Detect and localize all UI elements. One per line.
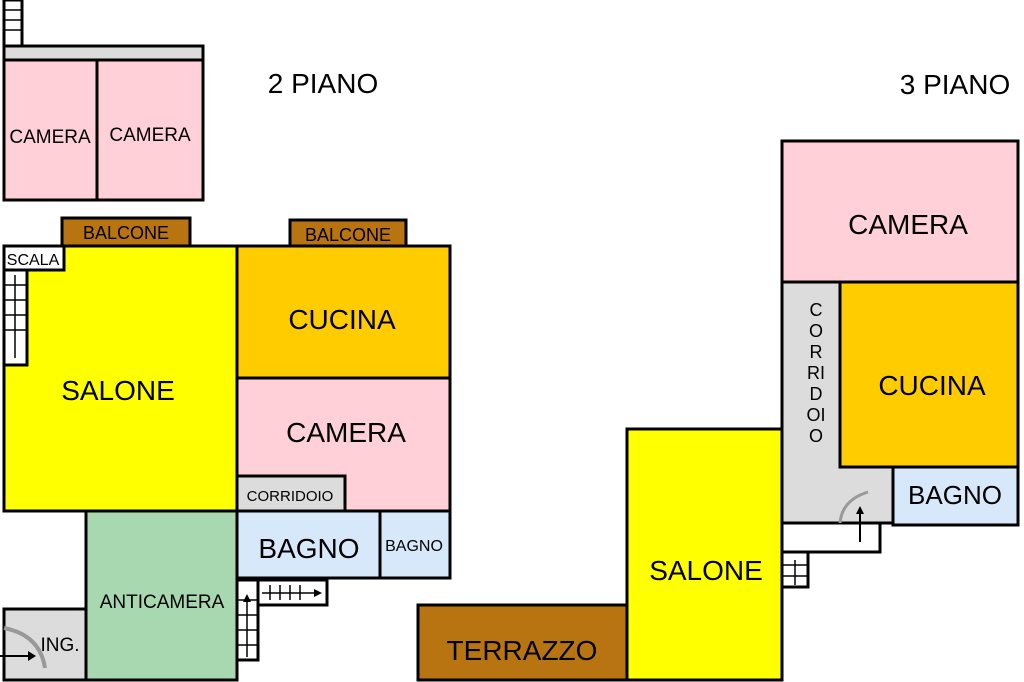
room-terrazzo bbox=[416, 603, 629, 682]
landing-top bbox=[2, 44, 205, 62]
room-camera-b bbox=[95, 58, 205, 202]
label-cucina: CUCINA bbox=[288, 304, 396, 335]
floor-3: 3 PIANO CAMERA CUCINA BAGNO SALONE TERRA… bbox=[416, 69, 1020, 682]
room-corridoio bbox=[235, 474, 347, 513]
room-camera-3 bbox=[780, 139, 1020, 284]
label-ingresso: ING. bbox=[40, 635, 79, 656]
label-salone-3: SALONE bbox=[649, 555, 763, 586]
label-bagno-3: BAGNO bbox=[908, 480, 1002, 510]
label-terrazzo: TERRAZZO bbox=[447, 635, 598, 666]
label-bagno-small: BAGNO bbox=[385, 538, 443, 555]
label-balcone-b: BALCONE bbox=[305, 225, 391, 245]
room-cucina-3 bbox=[838, 280, 1020, 469]
label-corridoio: CORRIDOIO bbox=[247, 488, 334, 505]
room-scala bbox=[2, 244, 66, 272]
label-bagno: BAGNO bbox=[258, 533, 359, 564]
label-camera-3: CAMERA bbox=[848, 209, 968, 240]
floor-2: CAMERA CAMERA BALCONE BALCONE SCALA SALO… bbox=[0, 0, 452, 682]
label-salone: SALONE bbox=[61, 375, 175, 406]
label-camera-a: CAMERA bbox=[9, 127, 91, 148]
label-camera-b: CAMERA bbox=[109, 125, 191, 146]
floor-2-title: 2 PIANO bbox=[268, 68, 378, 99]
stair-top bbox=[2, 0, 24, 48]
door-swing-icon bbox=[3, 626, 47, 669]
room-ingresso bbox=[2, 607, 88, 682]
room-camera-a bbox=[2, 58, 99, 202]
door-swing-icon bbox=[838, 490, 869, 524]
floor-3-title: 3 PIANO bbox=[900, 69, 1010, 100]
label-anticamera: ANTICAMERA bbox=[100, 592, 225, 613]
room-cucina bbox=[235, 244, 452, 380]
room-balcone-a bbox=[60, 216, 192, 248]
label-scala: SCALA bbox=[7, 252, 60, 269]
label-cucina-3: CUCINA bbox=[878, 370, 986, 401]
label-balcone-a: BALCONE bbox=[83, 223, 169, 243]
room-salone-3 bbox=[625, 427, 784, 682]
label-camera: CAMERA bbox=[286, 417, 406, 448]
room-anticamera bbox=[84, 509, 239, 682]
label-corridoio-3: CORRIDOIO bbox=[806, 300, 826, 446]
room-bagno-3 bbox=[891, 465, 1020, 527]
room-bagno-small bbox=[378, 509, 452, 580]
